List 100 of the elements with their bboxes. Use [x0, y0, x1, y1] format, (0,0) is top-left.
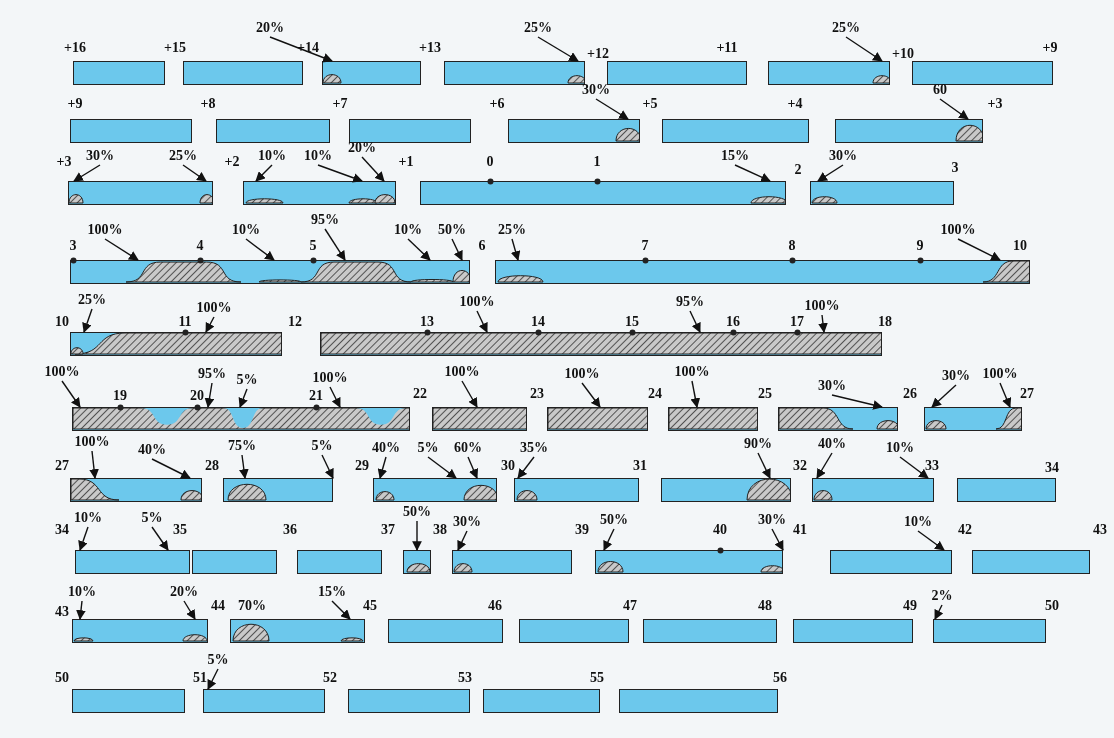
station-number: 22 — [413, 386, 427, 402]
stenosis-percent: 90% — [744, 436, 772, 452]
station-number: +10 — [892, 46, 914, 62]
station-number: 47 — [623, 598, 637, 614]
station-number: +13 — [419, 40, 441, 56]
vessel-segment-bar — [519, 619, 629, 643]
vessel-segment-bar — [452, 550, 572, 574]
stenosis-percent: 30% — [942, 368, 970, 384]
leader-arrow — [451, 238, 463, 261]
vessel-segment-bar — [661, 478, 791, 502]
vessel-segment-bar — [72, 619, 208, 643]
stenosis-percent: 100% — [982, 366, 1018, 382]
leader-arrow — [999, 382, 1012, 408]
station-number: +9 — [1042, 40, 1058, 56]
station-number: 9 — [916, 238, 924, 254]
station-number: +7 — [332, 96, 348, 112]
vessel-segment-bar — [957, 478, 1056, 502]
vessel-segment-bar — [420, 181, 786, 205]
leader-arrow — [321, 454, 334, 479]
stenosis-percent: 20% — [170, 584, 198, 600]
vessel-segment-bar — [70, 260, 470, 284]
vessel-segment-bar — [432, 407, 527, 431]
station-number: +3 — [56, 154, 72, 170]
stenosis-percent: 100% — [674, 364, 710, 380]
vessel-segment-bar — [183, 61, 303, 85]
leader-arrow — [151, 526, 169, 551]
station-number: 38 — [433, 522, 447, 538]
stenosis-percent: 100% — [940, 222, 976, 238]
stenosis-percent: 20% — [256, 20, 284, 36]
station-number: 33 — [925, 458, 939, 474]
leader-arrow — [734, 164, 771, 182]
stenosis-percent: 50% — [600, 512, 628, 528]
stenosis-percent: 15% — [721, 148, 749, 164]
stenosis-percent: 5% — [236, 372, 258, 388]
station-number: 6 — [478, 238, 486, 254]
station-number: 10 — [1013, 238, 1027, 254]
stenosis-percent: 95% — [311, 212, 339, 228]
leader-arrow — [931, 384, 957, 408]
station-number: 50 — [1045, 598, 1059, 614]
vessel-segment-bar — [216, 119, 330, 143]
station-number: 45 — [363, 598, 377, 614]
station-number: 0 — [486, 154, 494, 170]
vessel-segment-bar — [349, 119, 471, 143]
stenosis-percent: 10% — [886, 440, 914, 456]
leader-arrow — [238, 388, 248, 408]
station-number: 41 — [793, 522, 807, 538]
leader-arrow — [269, 36, 333, 63]
vessel-segment-bar — [72, 407, 410, 431]
vessel-segment-bar — [933, 619, 1046, 643]
leader-arrow — [89, 450, 99, 479]
vessel-segment-bar — [223, 478, 333, 502]
leader-arrow — [939, 98, 969, 120]
leader-arrow — [104, 238, 139, 261]
leader-arrow — [537, 36, 579, 62]
station-number: 48 — [758, 598, 772, 614]
leader-arrow — [182, 164, 207, 182]
station-number: 13 — [420, 314, 434, 330]
leader-arrow — [317, 164, 363, 183]
vessel-segment-bar — [607, 61, 747, 85]
leader-arrow — [917, 530, 945, 551]
station-number: +4 — [787, 96, 803, 112]
stenosis-percent: 30% — [818, 378, 846, 394]
leader-arrow — [461, 380, 478, 408]
stenosis-percent: 10% — [904, 514, 932, 530]
leader-arrow — [581, 382, 601, 408]
leader-arrow — [76, 600, 86, 620]
stenosis-percent: 10% — [74, 510, 102, 526]
vessel-segment-bar — [192, 550, 277, 574]
station-number: 34 — [55, 522, 69, 538]
stenosis-percent: 100% — [87, 222, 123, 238]
station-number: +2 — [224, 154, 240, 170]
station-number: 16 — [726, 314, 740, 330]
stenosis-percent: 100% — [44, 364, 80, 380]
station-number: 39 — [575, 522, 589, 538]
vessel-segment-bar — [924, 407, 1022, 431]
stenosis-percent: 25% — [169, 148, 197, 164]
leader-arrow — [757, 452, 771, 479]
vessel-segment-bar — [595, 550, 783, 574]
leader-arrow — [61, 380, 81, 408]
stenosis-percent: 25% — [524, 20, 552, 36]
stenosis-percent: 5% — [417, 440, 439, 456]
station-number: 18 — [878, 314, 892, 330]
leader-arrow — [331, 600, 351, 620]
stenosis-percent: 10% — [394, 222, 422, 238]
station-number: +6 — [489, 96, 505, 112]
station-number: +3 — [987, 96, 1003, 112]
station-number: +9 — [67, 96, 83, 112]
stenosis-percent: 100% — [196, 300, 232, 316]
station-number: 24 — [648, 386, 662, 402]
stenosis-percent: 10% — [232, 222, 260, 238]
leader-arrow — [407, 238, 431, 261]
vessel-segment-bar — [444, 61, 585, 85]
station-number: 7 — [641, 238, 649, 254]
leader-arrow — [818, 314, 828, 333]
station-number: 51 — [193, 670, 207, 686]
station-number: +8 — [200, 96, 216, 112]
stenosis-percent: 100% — [444, 364, 480, 380]
leader-arrow — [603, 528, 615, 551]
leader-arrow — [205, 316, 215, 333]
station-number: 44 — [211, 598, 225, 614]
